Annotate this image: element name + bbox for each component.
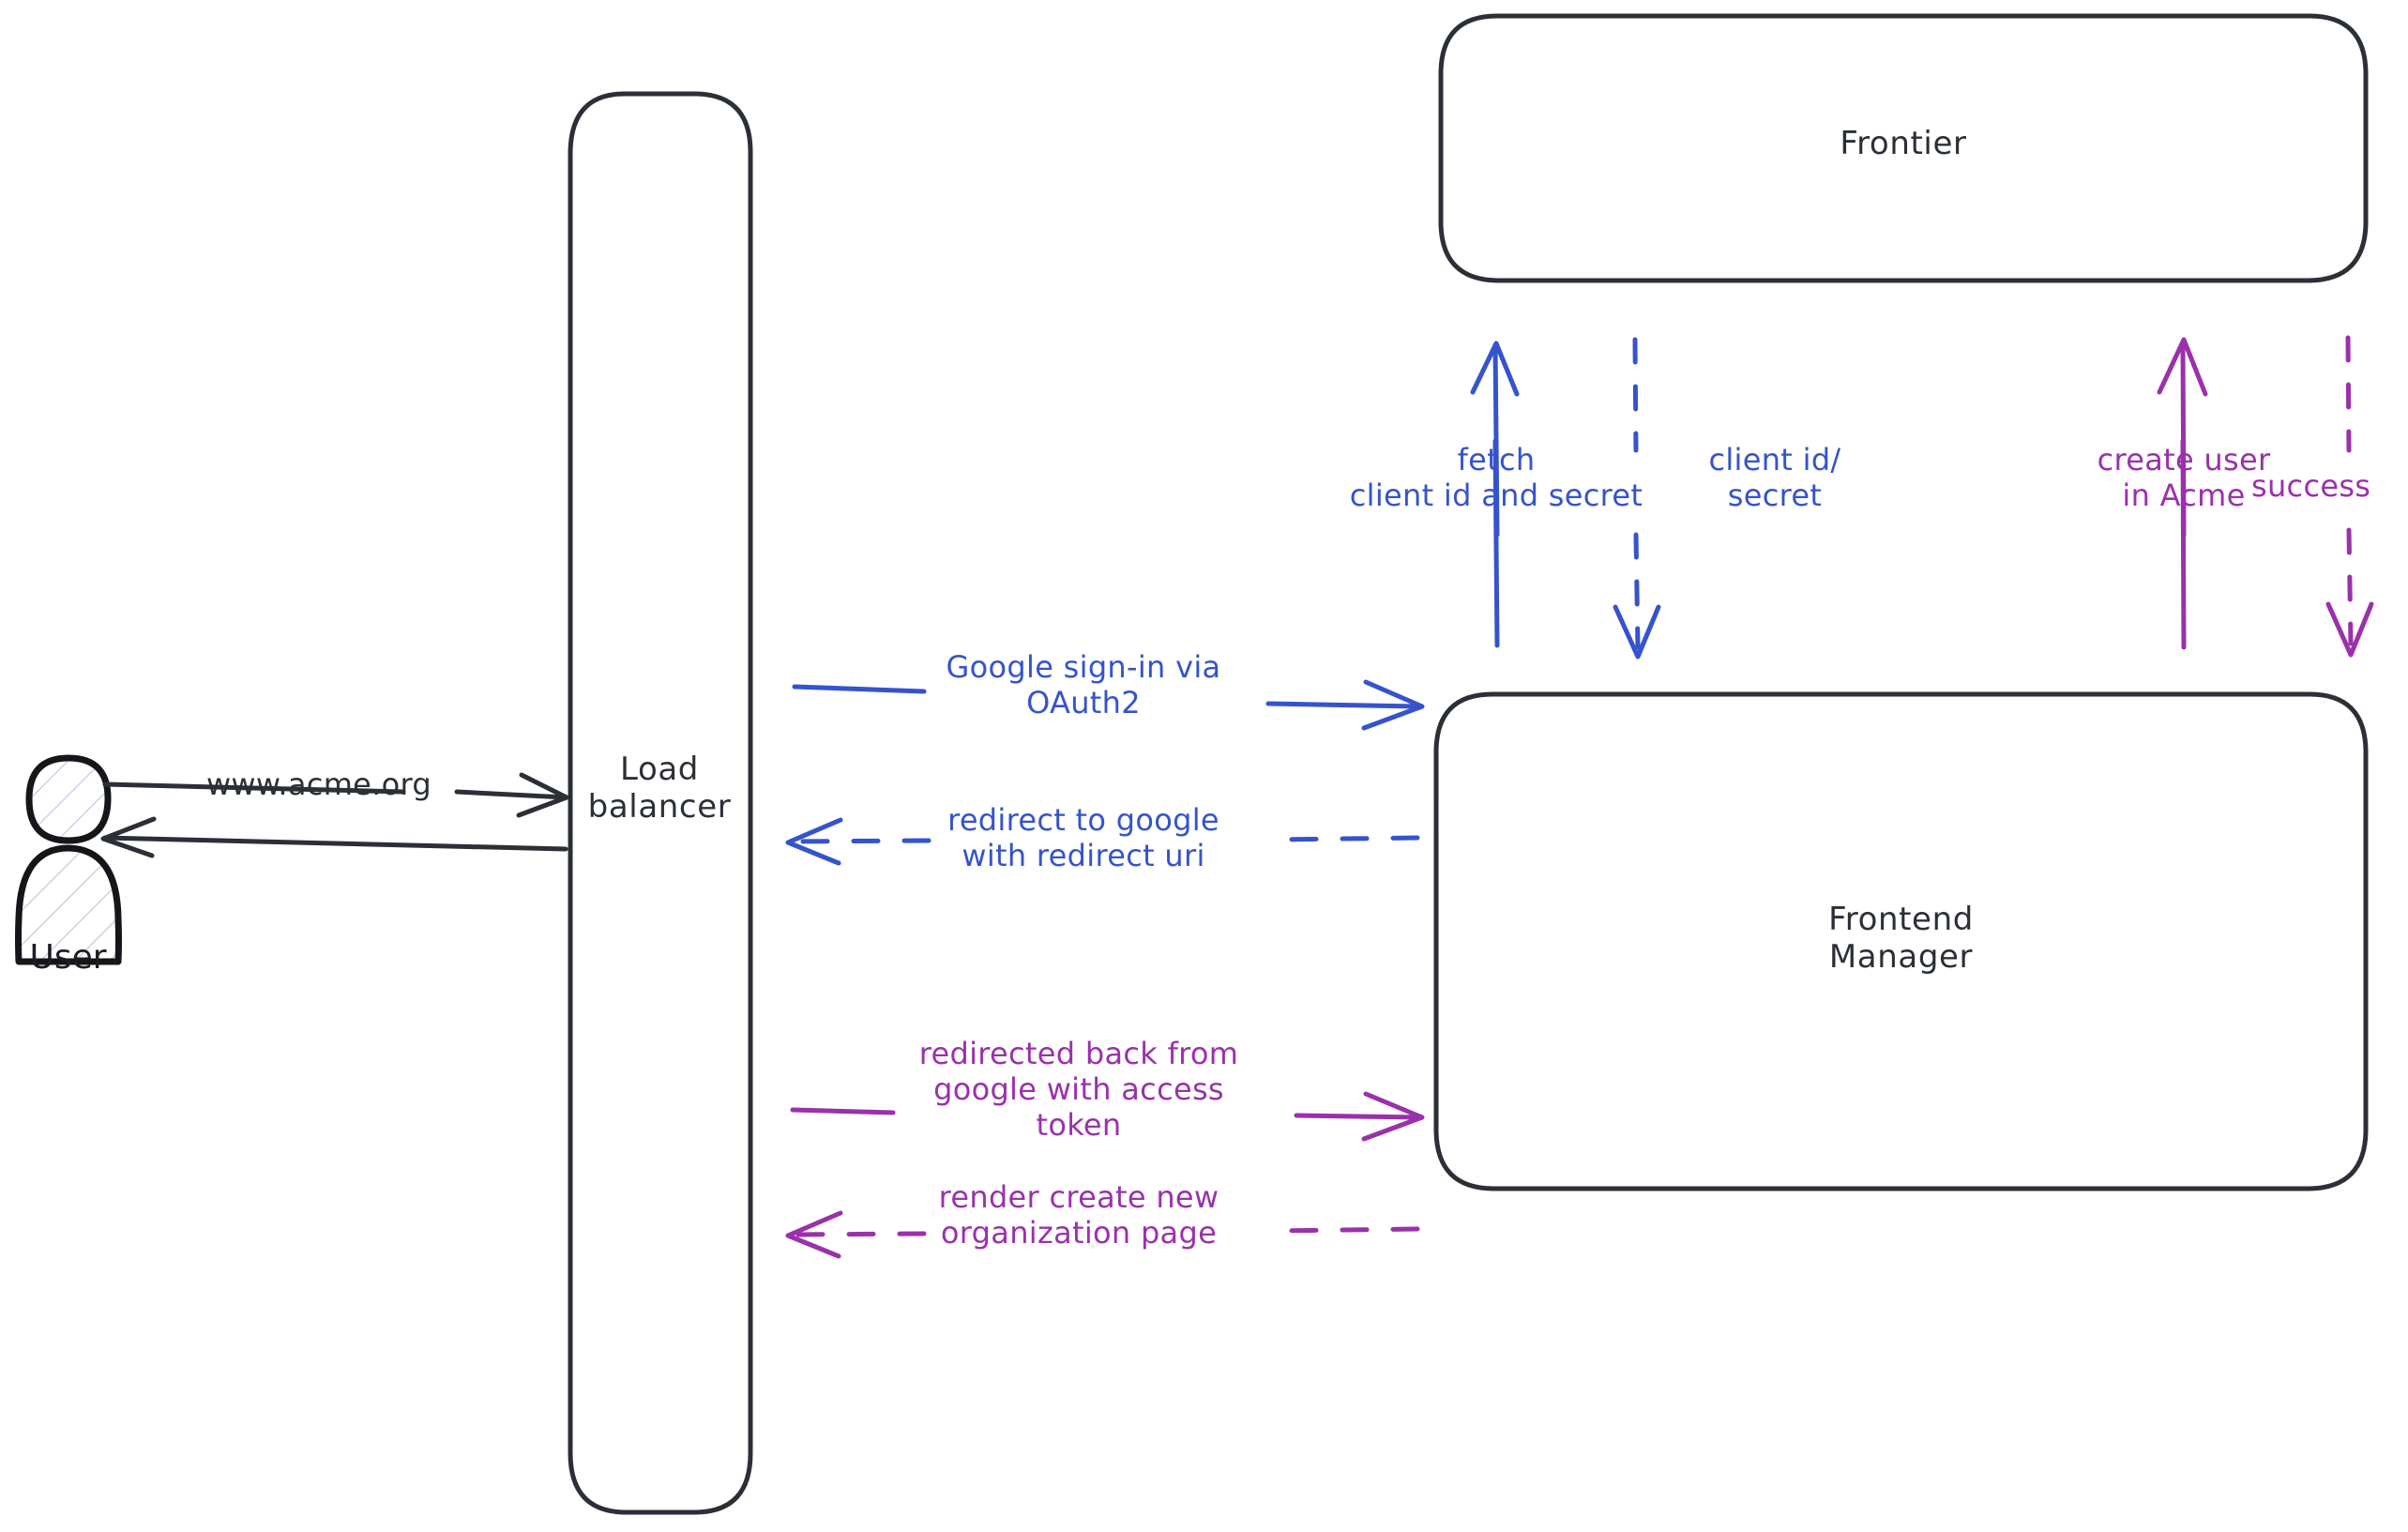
edge-render-create-new-organization [785, 1210, 1420, 1259]
node-frontier[interactable] [1438, 13, 2369, 283]
edge-create-user-in-acme [2157, 337, 2208, 650]
edge-lb-to-user [100, 816, 568, 858]
edge-fetch-client-id-and-secret [1470, 341, 1520, 648]
edge-client-id-secret [1613, 337, 1661, 660]
edge-redirected-back-with-token [790, 1091, 1425, 1142]
edge-redirect-to-google [785, 817, 1420, 866]
node-frontend-manager[interactable] [1433, 691, 2369, 1191]
edge-google-signin-oauth2 [792, 679, 1425, 731]
node-load-balancer[interactable] [568, 91, 753, 1515]
user-person-icon [15, 754, 122, 965]
edge-user-to-lb [102, 772, 569, 818]
edge-success [2325, 335, 2374, 658]
